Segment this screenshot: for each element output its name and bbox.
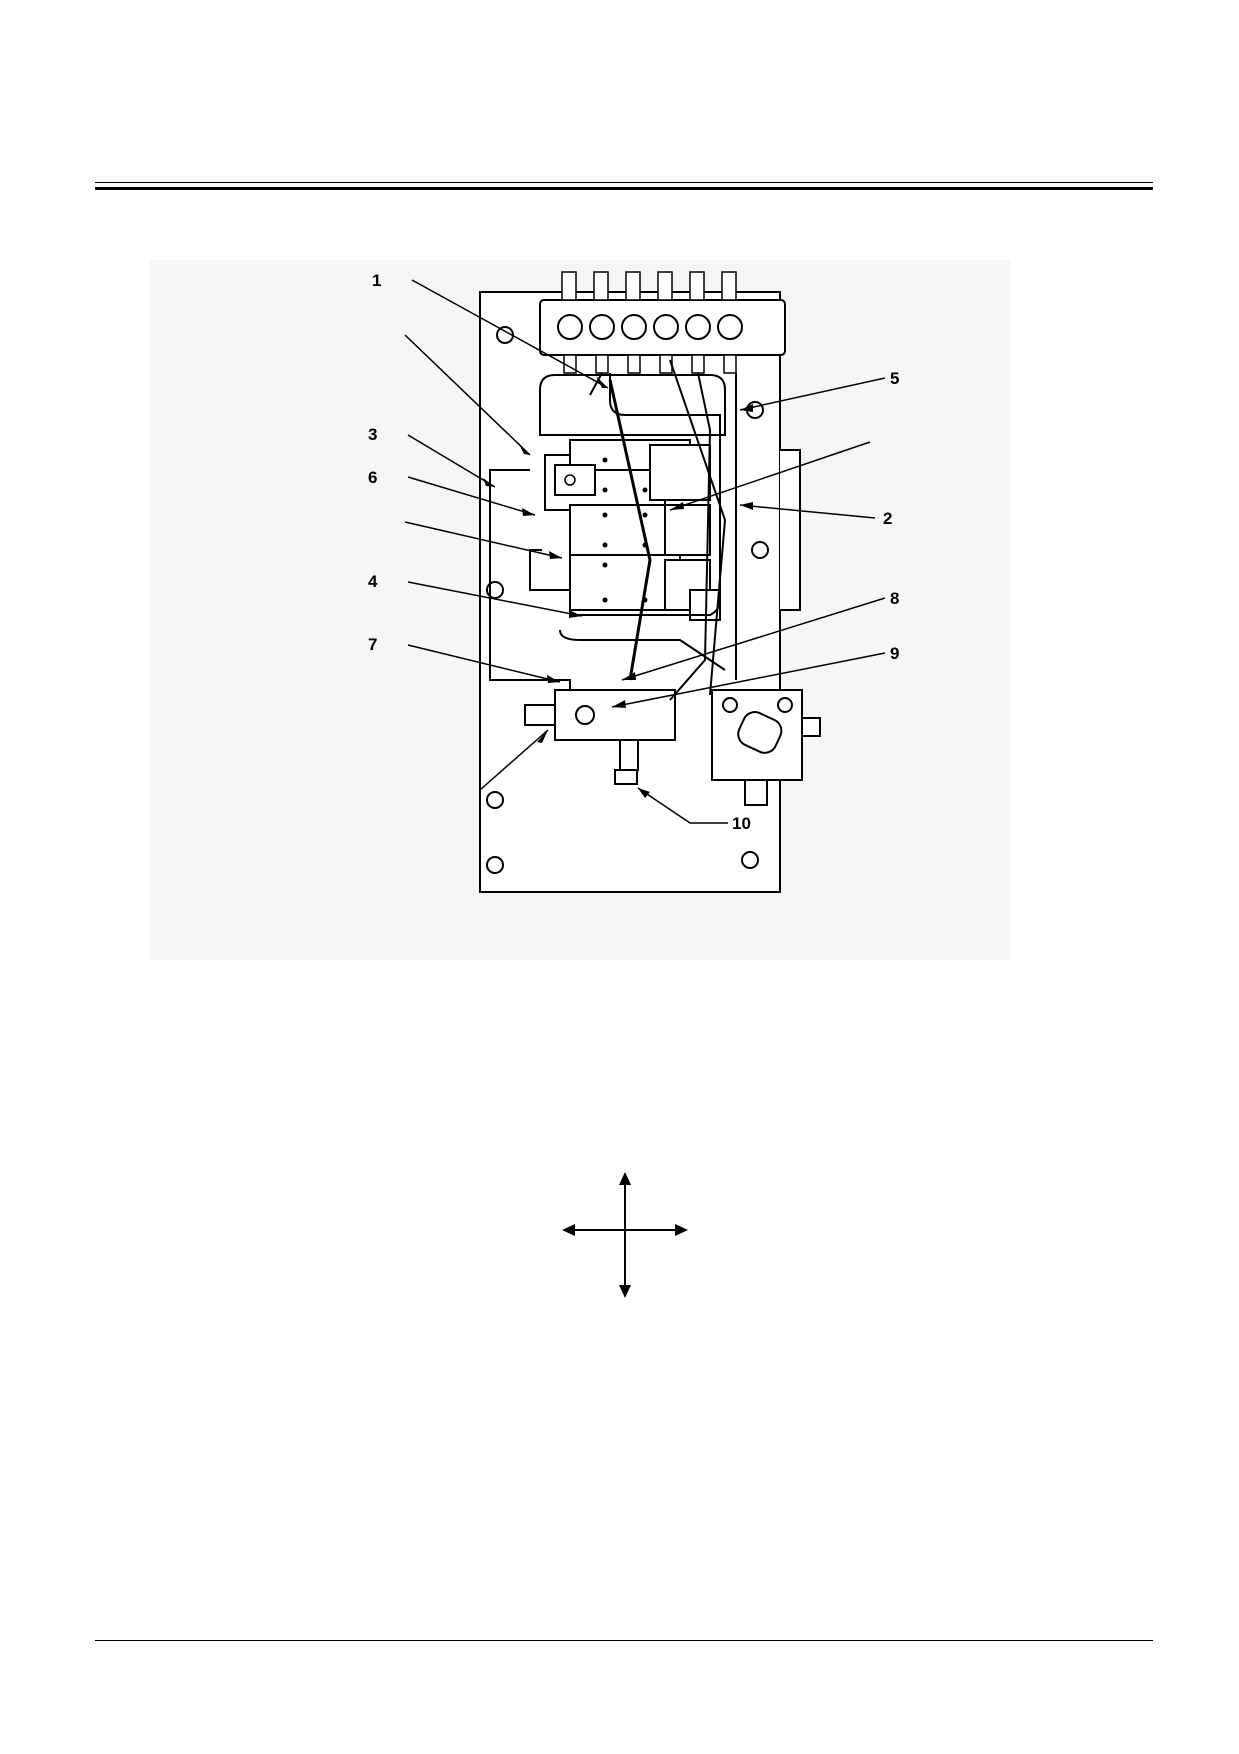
callout-3: 3 <box>368 425 378 444</box>
filter-side-fitting <box>801 717 821 737</box>
solenoid-screw <box>564 474 576 486</box>
footer-rule <box>95 1640 1153 1641</box>
callout-6: 6 <box>368 468 378 487</box>
manifold-ports <box>557 314 743 340</box>
filter-cap <box>737 711 783 754</box>
hydraulic-assembly-figure <box>150 260 1010 960</box>
bottom-outlet <box>619 739 639 771</box>
header-rule-thick <box>95 187 1153 190</box>
cross-tube <box>608 379 652 681</box>
header-rule-thin <box>95 182 1153 183</box>
mount-hole <box>751 541 769 559</box>
callout-7: 7 <box>368 635 378 654</box>
callout-2: 2 <box>883 509 893 528</box>
callout-9: 9 <box>890 644 900 663</box>
callout-8: 8 <box>890 589 900 608</box>
manifold-bottom-fittings <box>563 354 737 374</box>
mount-hole <box>486 791 504 809</box>
orientation-arrows <box>560 1170 690 1300</box>
assembly-drawing <box>150 260 1010 960</box>
callout-4: 4 <box>368 572 378 591</box>
leader-lines <box>404 279 886 824</box>
four-way-arrow-icon <box>562 1172 688 1298</box>
hydraulic-lines <box>489 359 737 701</box>
callout-10: 10 <box>732 814 751 833</box>
callout-1: 1 <box>372 271 382 290</box>
top-fittings <box>561 271 737 301</box>
valve-stack <box>544 439 721 621</box>
side-plug <box>524 704 556 726</box>
callout-5: 5 <box>890 369 900 388</box>
filter-bottom-fitting <box>744 779 768 806</box>
block-port <box>575 705 595 725</box>
mount-hole <box>486 856 504 874</box>
plate-cutout <box>539 374 726 436</box>
plate-notch <box>780 449 801 611</box>
leader-arrowheads <box>483 376 753 798</box>
mount-hole <box>741 851 759 869</box>
valve-bolts <box>602 457 648 603</box>
mount-hole <box>486 581 504 599</box>
